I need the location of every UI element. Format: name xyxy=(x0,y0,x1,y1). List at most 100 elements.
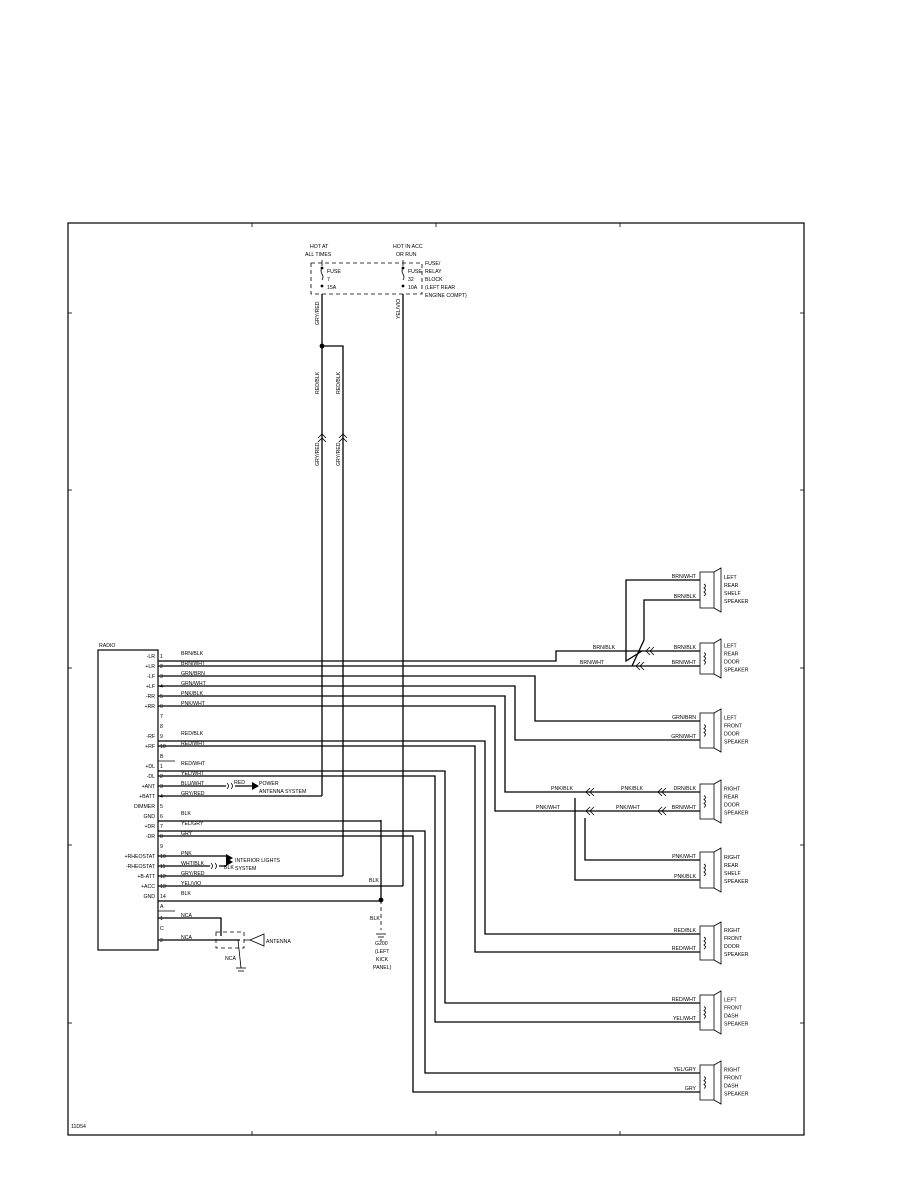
speaker-icon xyxy=(699,783,715,820)
radio-pin-b-14: 14 xyxy=(160,894,166,900)
speaker-name-line: LEFT xyxy=(724,575,738,581)
radio-pin-wire-color: BLU/WHT xyxy=(181,781,205,787)
speakers: LEFTREARSHELFSPEAKERBRN/WHTBRN/BLKLEFTRE… xyxy=(536,567,749,1105)
radio-pin-b-9: 9 xyxy=(160,844,163,850)
interior-lights-line2: SYSTEM xyxy=(235,866,256,872)
speaker-name-line: SPEAKER xyxy=(724,879,749,885)
speaker-name-line: RIGHT xyxy=(724,855,741,861)
speaker-wire-bottom: RED/WHT xyxy=(672,946,697,952)
radio-pin-a-B: B xyxy=(160,754,164,760)
radio-pin-function: +DR xyxy=(144,824,155,830)
splice-dot xyxy=(319,343,325,349)
speaker-icon xyxy=(699,642,715,675)
speaker-wire xyxy=(158,740,700,935)
fuse-block-label-5: ENGINE COMPT) xyxy=(425,293,467,299)
radio-pin-function: +B-ATT xyxy=(137,874,155,880)
radio-pin-b-1: 1 xyxy=(160,764,163,770)
speaker-wire xyxy=(584,818,700,861)
speaker-icon xyxy=(699,851,715,889)
radio-pin-b-4: 4 xyxy=(160,794,163,800)
inline-connector-icon xyxy=(635,661,645,671)
speaker-wire-bottom: BRN/WHT xyxy=(672,805,697,811)
speaker-name-line: SHELF xyxy=(724,871,741,877)
radio-title: RADIO xyxy=(99,643,115,649)
fuse-block-label-2: RELAY xyxy=(425,269,442,275)
hot-at-all-times-line1: HOT AT xyxy=(310,244,329,250)
speaker-wire-bottom: GRN/WHT xyxy=(671,734,697,740)
radio-pin-function: -DL xyxy=(147,774,155,780)
speaker-wire-bottom: PNK/BLK xyxy=(674,874,696,880)
radio-pin-wire-color: GRY xyxy=(181,831,193,837)
speaker-wire-bottom: YEL/WHT xyxy=(673,1016,697,1022)
speaker-wire xyxy=(631,599,700,667)
radio-pin-function: GND xyxy=(143,894,155,900)
power-antenna-line1: POWER xyxy=(259,781,279,787)
inline-connector-icon xyxy=(645,646,655,656)
radio-pin-b-5: 5 xyxy=(160,804,163,810)
speaker-wire-inline-bottom: PNK/WHT xyxy=(536,805,561,811)
power-antenna-line2: ANTENNA SYSTEM xyxy=(259,789,306,795)
speaker-wire-top: GRN/BRN xyxy=(672,715,696,721)
speaker-name-line: SPEAKER xyxy=(724,811,749,817)
antenna-connection: ANTENNA NCA xyxy=(158,917,291,972)
radio-pin-function: +BATT xyxy=(139,794,156,800)
wire-label-yel-vio-top: YEL/VIO xyxy=(396,299,402,319)
fuse-32-number: 32 xyxy=(408,277,414,283)
radio-pin-a-3: 3 xyxy=(160,674,163,680)
radio-pin-a-9: 9 xyxy=(160,734,163,740)
radio-pin-wire-color: PNK/BLK xyxy=(181,691,203,697)
speaker-wire-top: BRN/BLK xyxy=(674,645,697,651)
wire-label-blk-lights: BLK xyxy=(224,865,234,871)
radio-pin-b-2: 2 xyxy=(160,774,163,780)
speaker-wire-mid-top: PNK/BLK xyxy=(621,786,643,792)
radio-pin-function: +RHEOSTAT xyxy=(124,854,155,860)
speaker-wires xyxy=(158,579,700,1093)
speaker-name-line: FRONT xyxy=(724,936,743,942)
speaker-name-line: RIGHT xyxy=(724,787,741,793)
speaker-wire-inline-bottom: BRN/WHT xyxy=(580,660,605,666)
radio-pin-wire-color: GRY/RED xyxy=(181,871,205,877)
radio-pin-wire-color: PNK xyxy=(181,851,192,857)
radio-pin-function: -RR xyxy=(146,694,155,700)
radio-pin-c-2: 2 xyxy=(160,938,163,944)
speaker-wire-top: BRN/WHT xyxy=(672,574,697,580)
aux-systems: RED POWER ANTENNA SYSTEM BLK INTERIOR LI… xyxy=(158,780,306,872)
fuse-7-rating: 15A xyxy=(327,285,337,291)
speaker-wire-top: YEL/GRY xyxy=(674,1067,697,1073)
radio-pin-a-6: 6 xyxy=(160,704,163,710)
speaker-name-line: DASH xyxy=(724,1084,739,1090)
radio-pin-wire-color: PNK/WHT xyxy=(181,701,206,707)
speaker-wire xyxy=(158,650,700,662)
antenna-icon xyxy=(248,933,265,947)
radio-pin-b-3: 3 xyxy=(160,784,163,790)
fuse-32-rating: 10A xyxy=(408,285,418,291)
radio-pin-function: -LR xyxy=(147,654,156,660)
ground-name: G200 xyxy=(375,941,388,947)
radio-pin-wire-color: GRY/RED xyxy=(181,791,205,797)
speaker-icon xyxy=(699,712,715,749)
radio-pin-function: -RF xyxy=(146,734,155,740)
radio-pin-b-12: 12 xyxy=(160,874,166,880)
speaker-name-line: DOOR xyxy=(724,944,740,950)
radio-pin-function: GND xyxy=(143,814,155,820)
radio-pin-wire-color: NCA xyxy=(181,913,192,919)
speaker-wire-bottom: GRY xyxy=(685,1086,697,1092)
radio-pin-b-6: 6 xyxy=(160,814,163,820)
speaker-wire xyxy=(158,705,700,812)
speaker-wire-bottom: BRN/BLK xyxy=(674,594,697,600)
wire-label-gry-red-top: GRY/RED xyxy=(315,301,321,325)
speaker-name-line: FRONT xyxy=(724,1006,743,1012)
speaker-wire-top: RED/WHT xyxy=(672,997,697,1003)
radio-pin-a-7: 7 xyxy=(160,714,163,720)
interior-lights-line1: INTERIOR LIGHTS xyxy=(235,858,281,864)
radio-pin-function: +LF xyxy=(146,684,155,690)
radio-pin-function: -RHEOSTAT xyxy=(126,864,156,870)
radio-pin-function: +LR xyxy=(145,664,155,670)
speaker-name-line: SPEAKER xyxy=(724,599,749,605)
speaker-name-line: DOOR xyxy=(724,803,740,809)
